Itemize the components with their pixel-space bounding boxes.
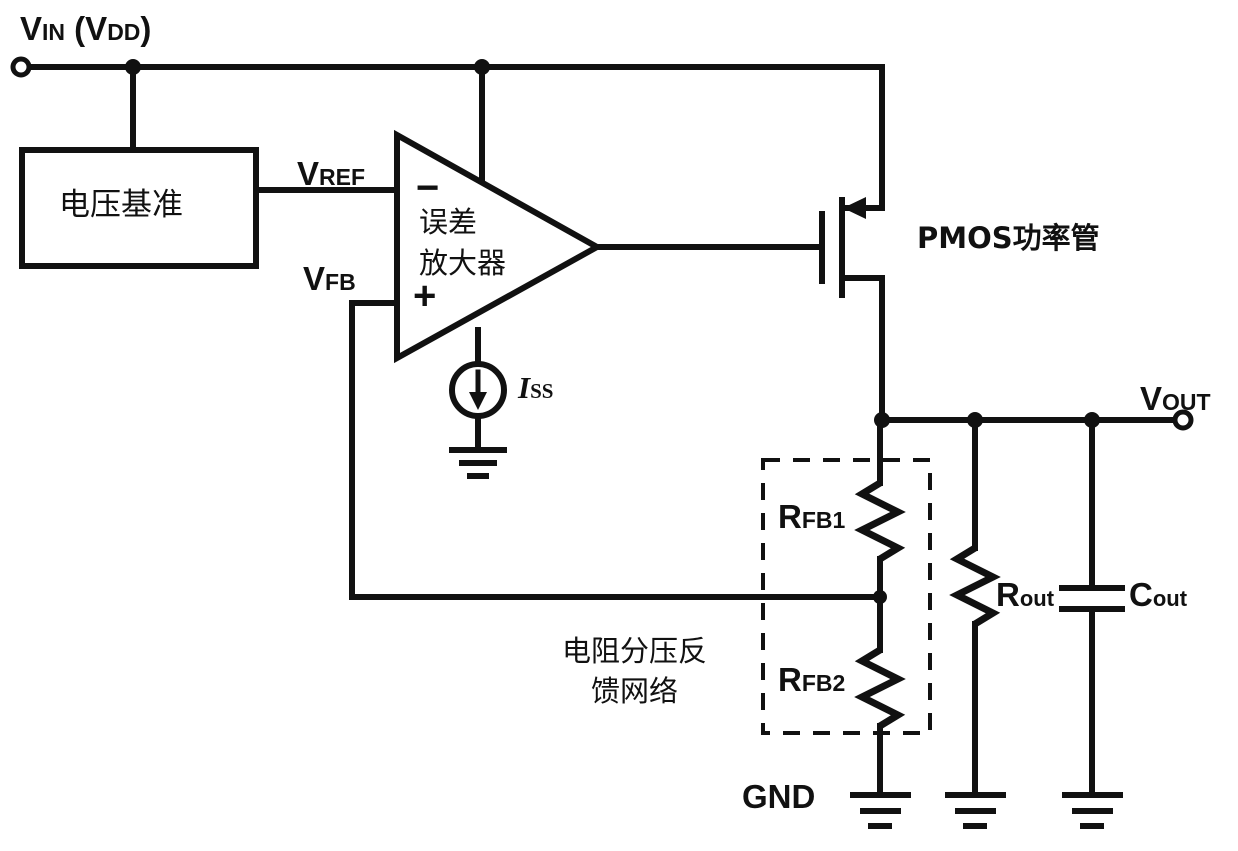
feedback-network-dashed-boundary <box>761 458 932 735</box>
vfb-label: VFB <box>303 262 356 295</box>
cout-label-main: C <box>1129 576 1153 613</box>
error-amplifier-triangle <box>394 129 604 364</box>
vin-label: VIN (VDD) <box>20 12 151 45</box>
rout-label-main: R <box>996 576 1020 613</box>
cout-label: Cout <box>1129 578 1187 611</box>
rfb1-label-sub: FB1 <box>801 507 846 533</box>
vin-terminal-node <box>10 56 32 78</box>
voltage-reference-block-label: 电压基准 <box>59 187 183 223</box>
vfb-label-sub: FB <box>325 269 356 295</box>
feedback-network-label-line2: 馈网络 <box>591 674 679 708</box>
vout-label: VOUT <box>1140 382 1211 415</box>
rout-label-sub: out <box>1019 586 1055 611</box>
vin-label-mid: (V <box>65 10 108 47</box>
rfb1-label: RFB1 <box>778 500 845 533</box>
resistor-rfb1 <box>854 417 906 600</box>
resistor-rfb2 <box>854 594 906 798</box>
tail-current-label: ISS <box>518 372 553 403</box>
voltage-reference-block-outline <box>19 147 259 269</box>
vout-terminal-node <box>1172 409 1194 431</box>
vout-label-main: V <box>1140 380 1163 417</box>
pmos-transistor-symbol <box>819 197 885 423</box>
rfb2-label-main: R <box>778 661 802 698</box>
ground-symbol-cout <box>1062 792 1123 829</box>
rfb1-label-main: R <box>778 498 802 535</box>
vfb-label-main: V <box>303 260 326 297</box>
rfb2-label-sub: FB2 <box>801 670 846 696</box>
pmos-source-arrow <box>843 197 866 219</box>
vref-label: VREF <box>297 157 365 190</box>
vin-label-sub: IN <box>42 19 66 45</box>
cout-label-sub: out <box>1152 586 1188 611</box>
iss-label-main: I <box>518 370 531 405</box>
error-amplifier-label-line1: 误差 <box>419 205 478 239</box>
vdd-label-sub: DD <box>107 19 141 45</box>
ground-symbol-feedback <box>850 792 911 829</box>
opamp-noninverting-input-sign: + <box>413 274 437 318</box>
opamp-inverting-input-sign: − <box>416 166 440 210</box>
ground-symbol-rout <box>945 792 1006 829</box>
vref-label-sub: REF <box>319 164 366 190</box>
vin-label-main: V <box>20 10 43 47</box>
vin-label-close: ) <box>140 10 152 47</box>
vout-label-sub: OUT <box>1162 389 1211 415</box>
tail-current-source-symbol <box>449 361 507 451</box>
feedback-network-label-line1: 电阻分压反 <box>562 634 708 668</box>
wire-feedback-path <box>349 300 883 600</box>
gnd-label: GND <box>742 778 816 815</box>
ground-symbol-tail <box>449 447 507 479</box>
vref-label-main: V <box>297 155 320 192</box>
vin-supply-rail <box>10 56 885 78</box>
resistor-rout <box>949 417 1001 798</box>
rfb2-label: RFB2 <box>778 663 845 696</box>
wire-vin-to-pmos-source <box>850 64 885 211</box>
pmos-power-transistor-label: PMOS功率管 <box>917 221 1100 255</box>
capacitor-cout <box>1059 417 1125 798</box>
iss-label-sub: SS <box>530 379 554 403</box>
error-amplifier-label-line2: 放大器 <box>419 246 507 280</box>
rout-label: Rout <box>996 578 1054 611</box>
vout-output-rail <box>874 409 1194 431</box>
